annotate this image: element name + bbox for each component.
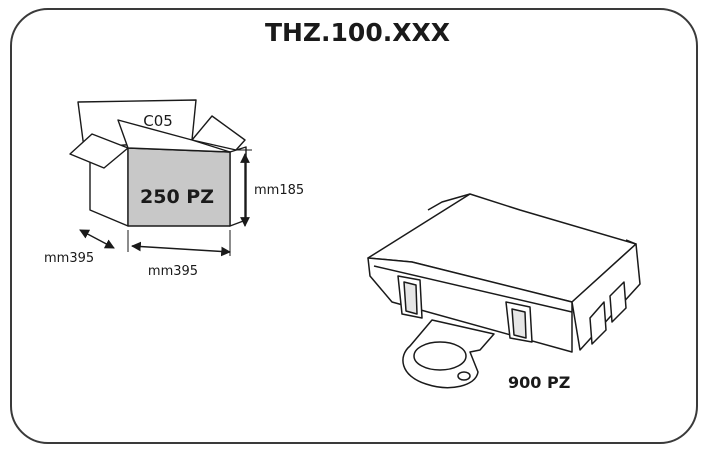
box-right-flap bbox=[191, 115, 246, 151]
box-height-label: mm185 bbox=[254, 183, 304, 198]
module-side-window-1 bbox=[589, 301, 607, 345]
box-depth-label: mm395 bbox=[44, 251, 94, 266]
module-clip-right-inner bbox=[511, 308, 527, 339]
module-corner-detail bbox=[625, 239, 637, 245]
module-product-illustration bbox=[367, 193, 641, 389]
box-right-side bbox=[229, 146, 247, 227]
module-tab-small-hole bbox=[457, 371, 471, 381]
depth-dimension-arrow bbox=[79, 229, 115, 249]
module-clip-left-inner bbox=[403, 281, 418, 315]
module-top-ridge bbox=[427, 193, 471, 211]
box-code-label: C05 bbox=[143, 112, 173, 130]
module-front-rim bbox=[373, 265, 573, 313]
product-quantity-label: 900 PZ bbox=[508, 373, 570, 392]
product-code-title: THZ.100.XXX bbox=[264, 18, 451, 47]
box-width-label: mm395 bbox=[148, 264, 198, 279]
module-tab-large-hole bbox=[413, 341, 467, 371]
module-side-window-2 bbox=[609, 281, 627, 323]
module-right-face bbox=[571, 243, 641, 351]
box-front-flap bbox=[117, 119, 231, 153]
cardboard-box-illustration bbox=[69, 99, 247, 227]
box-quantity-label: 250 PZ bbox=[140, 186, 214, 208]
label-frame bbox=[10, 8, 698, 444]
width-dimension-arrow bbox=[131, 241, 231, 257]
